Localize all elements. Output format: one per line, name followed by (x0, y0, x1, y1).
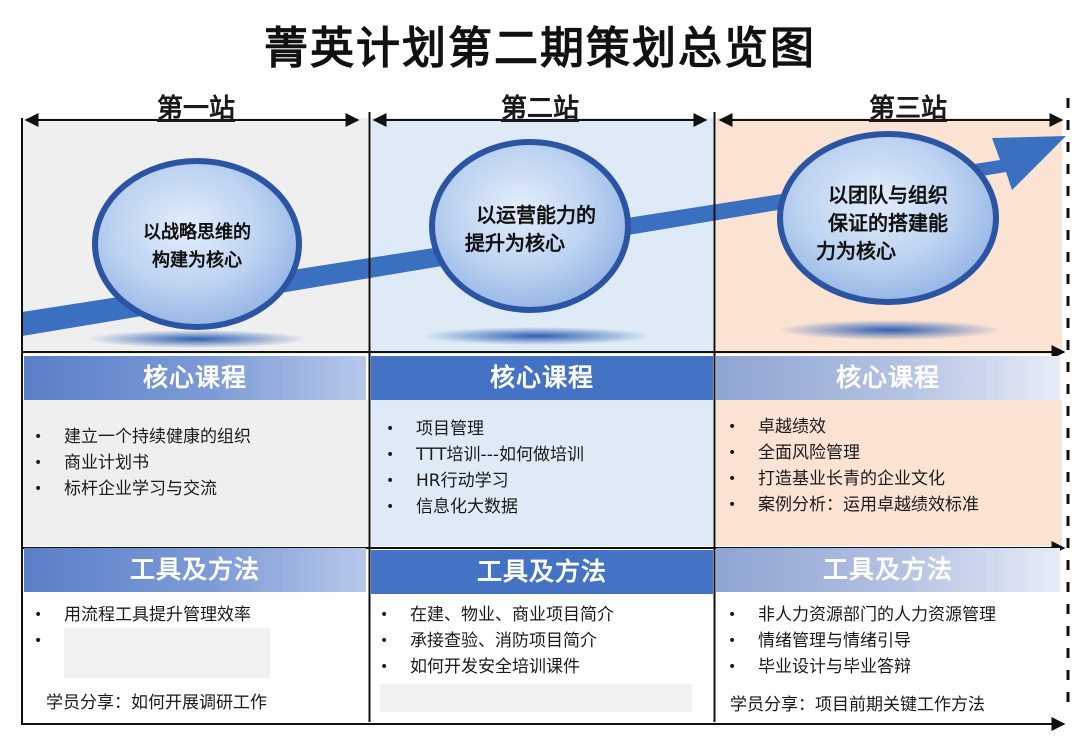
courses-list-3: 卓越绩效 全面风险管理 打造基业长青的企业文化 案例分析：运用卓越绩效标准 (720, 414, 979, 518)
station-3-label: 第三站 (868, 94, 947, 124)
list-item: 打造基业长青的企业文化 (720, 466, 979, 492)
student-share-3: 学员分享：项目前期关键工作方法 (730, 695, 985, 715)
station-1-label: 第一站 (156, 94, 235, 124)
courses-header-2: 核心课程 (371, 356, 713, 400)
list-item: 建立一个持续健康的组织 (26, 424, 251, 450)
tools-list-3: 非人力资源部门的人力资源管理 情绪管理与情绪引导 毕业设计与毕业答辩 (720, 602, 996, 680)
circle-2-line-2: 提升为核心 (465, 231, 565, 255)
tools-header-3: 工具及方法 (716, 548, 1060, 592)
list-item: TTT培训---如何做培训 (378, 442, 584, 468)
list-item: 商业计划书 (26, 450, 251, 476)
list-item: 案例分析：运用卓越绩效标准 (720, 492, 979, 518)
list-item: 卓越绩效 (720, 414, 979, 440)
list-item: 非人力资源部门的人力资源管理 (720, 602, 996, 628)
circle-3-line-1: 以团队与组织 (828, 183, 948, 207)
list-item: 项目管理 (378, 416, 584, 442)
tools-1-blank-area (64, 628, 270, 678)
list-item: 情绪管理与情绪引导 (720, 628, 996, 654)
student-share-1: 学员分享：如何开展调研工作 (46, 693, 267, 713)
courses-header-3: 核心课程 (716, 356, 1060, 400)
tools-list-2: 在建、物业、商业项目简介 承接查验、消防项目简介 如何开发安全培训课件 (372, 602, 614, 680)
courses-header-1: 核心课程 (24, 356, 366, 400)
list-item: 标杆企业学习与交流 (26, 476, 251, 502)
tools-2-blank-area (380, 684, 692, 712)
list-item: 用流程工具提升管理效率 (26, 602, 251, 628)
circle-3-shadow (778, 320, 1002, 340)
circle-3-line-2: 保证的搭建能 (827, 211, 948, 235)
courses-list-1: 建立一个持续健康的组织 商业计划书 标杆企业学习与交流 (26, 424, 251, 502)
circle-2-shadow (422, 327, 652, 345)
circle-1 (92, 158, 302, 330)
circle-2-line-1: 以运营能力的 (476, 203, 596, 227)
list-item: 信息化大数据 (378, 494, 584, 520)
list-item: 承接查验、消防项目简介 (372, 628, 614, 654)
circle-1-line-1: 以战略思维的 (143, 221, 251, 243)
page-title: 菁英计划第二期策划总览图 (264, 23, 816, 74)
tools-header-2: 工具及方法 (371, 550, 713, 594)
circle-3 (777, 131, 999, 305)
tools-list-1: 用流程工具提升管理效率 (26, 602, 251, 654)
list-item: 毕业设计与毕业答辩 (720, 654, 996, 680)
list-item: 如何开发安全培训课件 (372, 654, 614, 680)
circle-2 (429, 139, 631, 313)
list-item: 在建、物业、商业项目简介 (372, 602, 614, 628)
list-item: 全面风险管理 (720, 440, 979, 466)
circle-3-line-3: 力为核心 (816, 239, 896, 263)
list-item: HR行动学习 (378, 468, 584, 494)
circle-1-shadow (87, 330, 307, 348)
tools-header-1: 工具及方法 (24, 548, 366, 592)
circle-1-line-2: 构建为核心 (152, 249, 242, 271)
station-2-label: 第二站 (500, 94, 579, 124)
courses-list-2: 项目管理 TTT培训---如何做培训 HR行动学习 信息化大数据 (378, 416, 584, 520)
